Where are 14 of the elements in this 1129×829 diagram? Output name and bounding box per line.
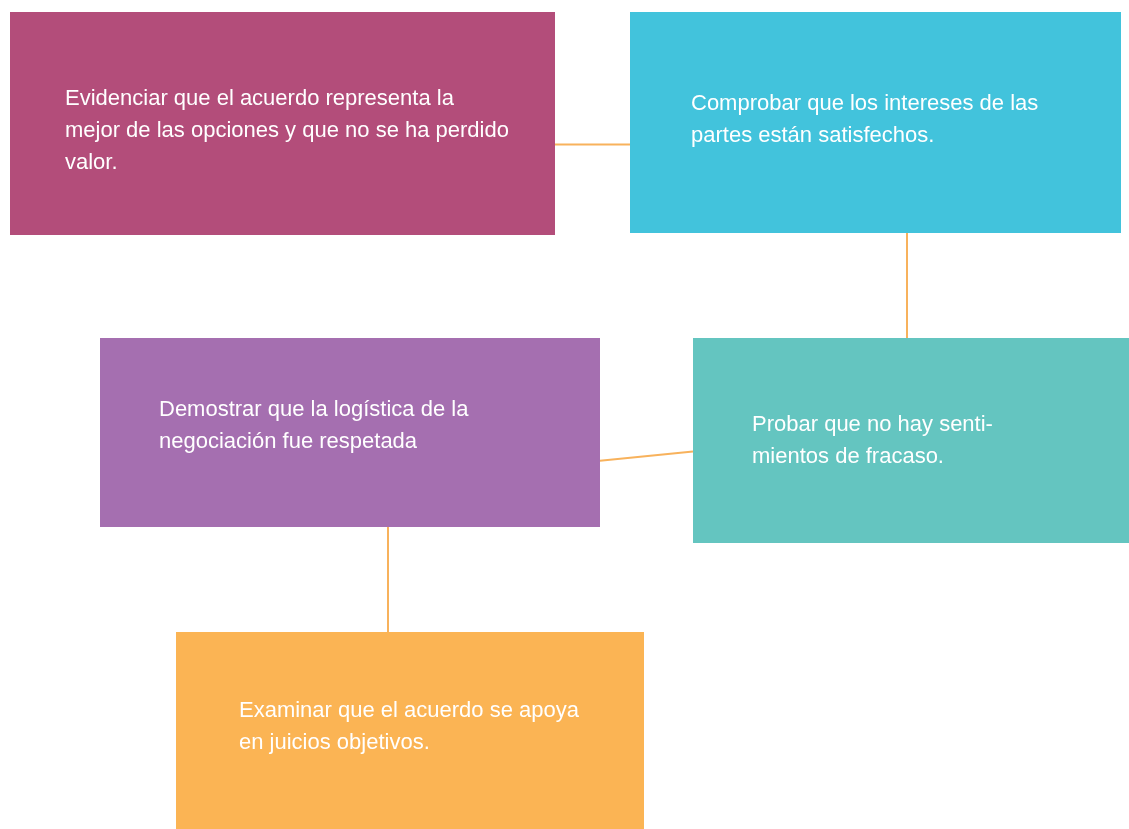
process-box: [100, 338, 600, 527]
process-box: [630, 12, 1121, 233]
box-text: Examinar que el acuerdo se apoya en juicios objetivos.: [239, 696, 579, 756]
process-box: [10, 12, 555, 235]
process-box: [693, 338, 1129, 543]
box-text: Probar que no hay senti- mientos de fracaso.: [752, 410, 994, 470]
box-text: Demostrar que la logística de la negociación fue respetada: [159, 395, 470, 455]
box-text: Comprobar que los intereses de las partes están satisfechos.: [691, 89, 1040, 149]
process-box: [176, 632, 644, 829]
connector-line: [599, 450, 694, 462]
connector-line: [554, 143, 631, 146]
box-text: Evidenciar que el acuerdo representa la mejor de las opciones y que no se ha perdido valor.: [65, 84, 510, 176]
connector-line: [906, 232, 908, 339]
connector-line: [387, 526, 389, 633]
